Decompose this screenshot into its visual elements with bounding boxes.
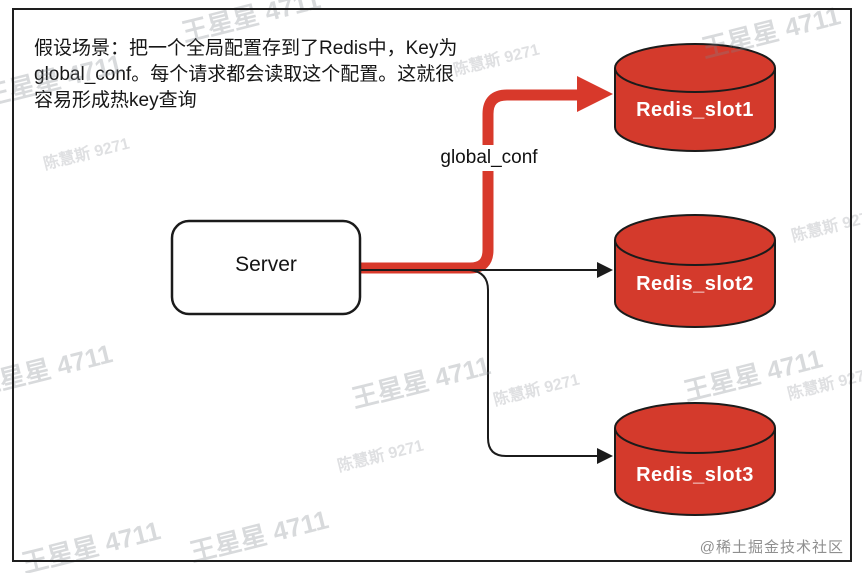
redis-slot2-label: Redis_slot2	[636, 273, 754, 295]
community-credit-text: @稀土掘金技术社区	[699, 539, 844, 556]
redis-slot1-label: Redis_slot1	[636, 99, 754, 121]
server-node-label: Server	[235, 253, 297, 276]
arrow-to-slot2-head-icon	[597, 262, 613, 278]
scenario-text: 假设场景：把一个全局配置存到了Redis中，Key为 global_conf。每…	[34, 36, 457, 114]
scenario-line: 容易形成热key查询	[34, 90, 197, 111]
cylinder-top	[614, 43, 776, 93]
hot-path-line	[361, 89, 578, 274]
scenario-line: global_conf。每个请求都会读取这个配置。这就很	[34, 64, 455, 85]
server-box	[170, 219, 362, 316]
arrow-to-slot3-head-icon	[597, 448, 613, 464]
cylinder-top	[614, 402, 776, 454]
arrow-to-slot3-line	[469, 269, 599, 457]
hot-path-arrowhead-icon	[577, 76, 613, 112]
redis-cylinder-slot1	[614, 43, 776, 152]
redis-cylinder-slot2	[614, 214, 776, 328]
scenario-line: 假设场景：把一个全局配置存到了Redis中，Key为	[34, 38, 458, 59]
redis-slot3-label: Redis_slot3	[636, 464, 754, 486]
redis-cylinder-slot3	[614, 402, 776, 516]
hot-key-edge-label: global_conf	[430, 145, 548, 171]
cylinder-top	[614, 214, 776, 266]
